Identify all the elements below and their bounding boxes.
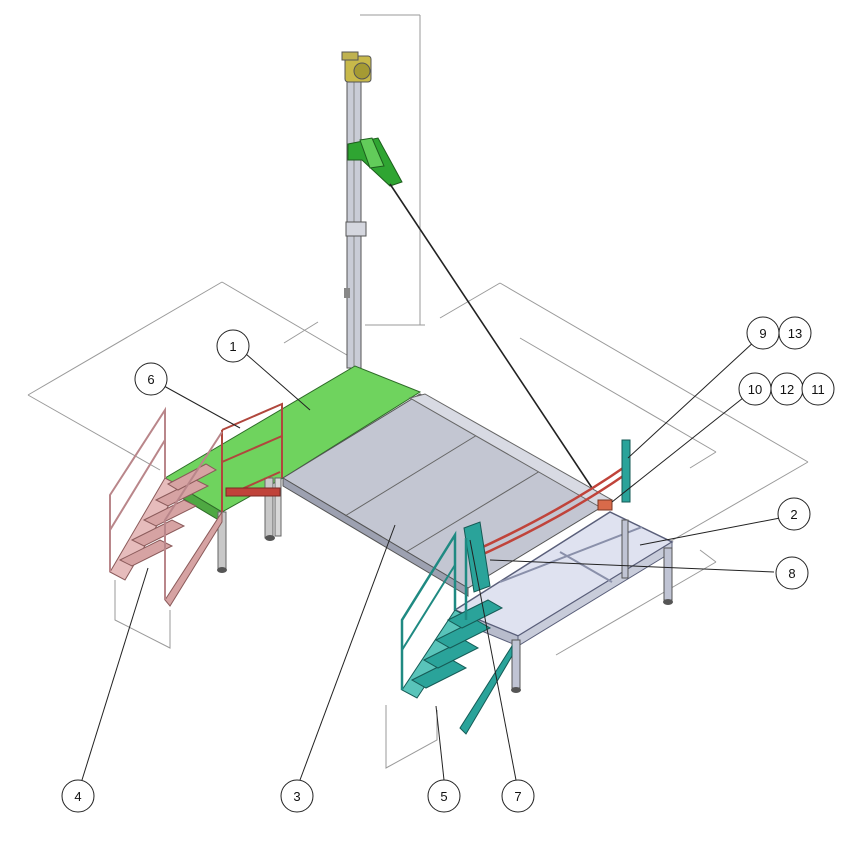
balloon-12: 12 (770, 372, 804, 406)
teal-gate (463, 439, 631, 593)
balloon-9-label: 9 (759, 326, 766, 341)
balloon-3-label: 3 (293, 789, 300, 804)
balloon-7: 7 (501, 779, 535, 813)
balloon-2: 2 (777, 497, 811, 531)
balloon-2-label: 2 (790, 507, 797, 522)
balloon-11: 11 (801, 372, 835, 406)
mast-bracket-icon (347, 137, 403, 187)
balloon-10: 10 (738, 372, 772, 406)
cable-rails-red (469, 464, 627, 562)
glass-platform (453, 511, 674, 693)
balloon-4: 4 (61, 779, 95, 813)
leader-lines (81, 339, 781, 781)
green-platform (164, 365, 422, 573)
balloon-6: 6 (134, 362, 168, 396)
balloon-5: 5 (427, 779, 461, 813)
cable (389, 183, 605, 507)
pink-stair (109, 406, 223, 607)
balloon-7-label: 7 (514, 789, 521, 804)
balloon-8: 8 (775, 556, 809, 590)
balloon-13: 13 (778, 316, 812, 350)
guard-rail-red (221, 402, 283, 512)
balloon-11-label: 11 (811, 382, 825, 397)
winch-icon (341, 51, 372, 83)
balloon-1: 1 (216, 329, 250, 363)
balloon-9: 9 (746, 316, 780, 350)
balloon-3: 3 (280, 779, 314, 813)
dimension-lines (27, 14, 809, 769)
balloon-10-label: 10 (748, 382, 762, 397)
balloon-12-label: 12 (780, 382, 794, 397)
balloon-8-label: 8 (788, 566, 795, 581)
teal-stair (400, 530, 513, 735)
balloon-13-label: 13 (788, 326, 802, 341)
mast (341, 51, 403, 369)
balloon-5-label: 5 (440, 789, 447, 804)
balloon-6-label: 6 (147, 372, 154, 387)
balloon-4-label: 4 (74, 789, 81, 804)
grey-platform (282, 393, 614, 597)
balloon-1-label: 1 (229, 339, 236, 354)
